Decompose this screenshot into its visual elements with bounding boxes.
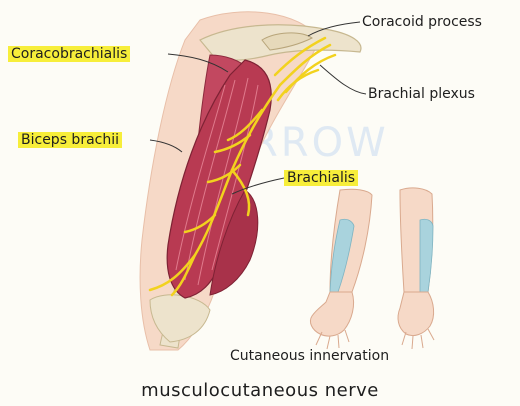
label-biceps-brachii-text: Biceps brachii xyxy=(18,132,122,148)
label-brachialis: Brachialis xyxy=(284,169,358,187)
label-biceps-brachii: Biceps brachii xyxy=(18,131,122,149)
diagram-caption: musculocutaneous nerve xyxy=(0,380,520,401)
label-cutaneous-innervation: Cutaneous innervation xyxy=(230,347,389,365)
label-coracoid-process: Coracoid process xyxy=(362,13,482,31)
forearm-right-zone xyxy=(420,219,433,292)
hand-left xyxy=(310,292,353,336)
label-coracobrachialis: Coracobrachialis xyxy=(8,45,130,63)
label-brachialis-text: Brachialis xyxy=(284,170,358,186)
leader-brachial-plexus xyxy=(320,65,366,94)
label-coracobrachialis-text: Coracobrachialis xyxy=(8,46,130,62)
label-brachial-plexus: Brachial plexus xyxy=(368,85,475,103)
